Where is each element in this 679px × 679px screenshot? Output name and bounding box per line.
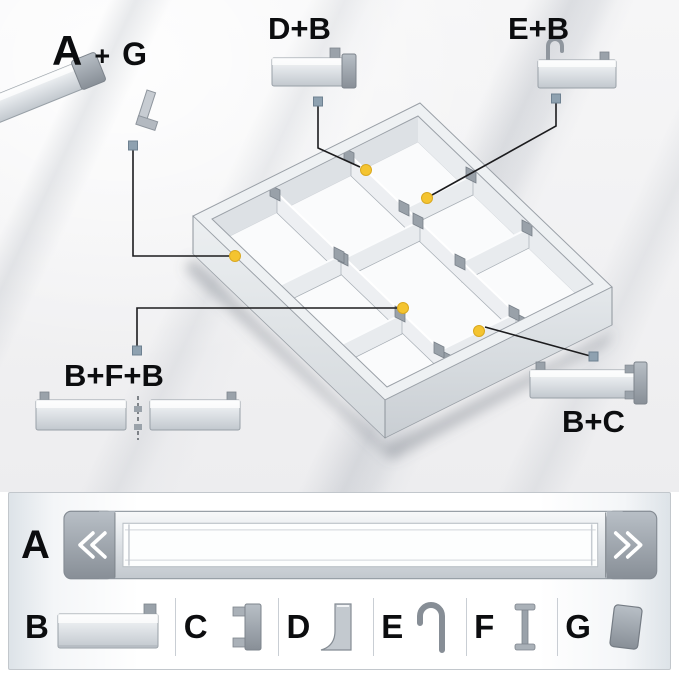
legend-separator [175, 598, 177, 656]
legend-letter-e: E [381, 608, 404, 645]
dot-eb [421, 192, 433, 204]
hanging-hook-icon [417, 602, 446, 653]
legend-letter-d: D [286, 608, 311, 645]
legend-panel: A [8, 492, 671, 670]
legend-letter-c: C [183, 608, 208, 645]
end-cap-icon [609, 604, 643, 650]
legend-part-c: C [184, 598, 271, 656]
legend-part-f: F [474, 598, 549, 656]
legend-rail-row: A [21, 501, 658, 589]
callout-e-plus-b: E+B [508, 11, 570, 46]
assembly-scene: A + G D+B E+B B+F+B B+C [0, 0, 679, 492]
legend-part-e: E [381, 598, 458, 656]
divider-bar-icon [57, 603, 159, 649]
dot-ag [229, 250, 241, 262]
drawer-dividers [275, 155, 530, 381]
thumb-g-clip [135, 89, 159, 132]
callout-b-plus-c: B+C [562, 404, 625, 439]
legend-separator [465, 598, 467, 656]
callout-lines [132, 103, 595, 358]
dot-bc [473, 325, 485, 337]
junction-dots [229, 164, 485, 337]
callout-label-g: G [122, 36, 148, 72]
legend-letter-f: F [474, 608, 495, 645]
thumb-b-f-b [35, 391, 241, 440]
callout-line-bfb [136, 307, 397, 352]
drawer-illustration [0, 37, 648, 460]
callout-line-bc [484, 326, 595, 358]
dot-db [360, 164, 372, 176]
rail-a-illustration [63, 510, 658, 580]
thumb-a-rail [0, 52, 106, 125]
dot-bfb [397, 302, 409, 314]
callout-nodes [128, 93, 599, 362]
callout-a-plus-g: A + G [52, 30, 147, 72]
legend-letter-g: G [565, 608, 591, 645]
legend-separator [556, 598, 558, 656]
thumb-d-plus-b [271, 47, 357, 89]
legend-letter-b: B [25, 608, 49, 645]
callout-b-f-b: B+F+B [64, 358, 164, 393]
drawer-walls [192, 102, 613, 439]
callout-d-plus-b: D+B [268, 11, 331, 46]
legend-parts-row: B C [25, 591, 654, 663]
callout-label-a: A [52, 27, 83, 74]
callout-line-db [317, 106, 361, 168]
side-clamp-icon [232, 603, 262, 651]
thumb-b-plus-c [529, 361, 648, 405]
corner-wedge-icon [321, 603, 352, 651]
extend-right-arrows-icon [614, 531, 643, 559]
legend-separator [278, 598, 280, 656]
plus-sign: + [94, 41, 111, 71]
thumb-e-plus-b [537, 37, 617, 89]
callout-line-ag [132, 150, 229, 257]
connector-pin-icon [514, 603, 536, 651]
legend-part-g: G [565, 598, 654, 656]
legend-part-b: B [25, 598, 168, 656]
legend-letter-a: A [21, 522, 50, 567]
extend-left-arrows-icon [78, 531, 108, 559]
legend-part-d: D [287, 598, 366, 656]
callout-line-eb [431, 103, 557, 196]
legend-separator [372, 598, 374, 656]
